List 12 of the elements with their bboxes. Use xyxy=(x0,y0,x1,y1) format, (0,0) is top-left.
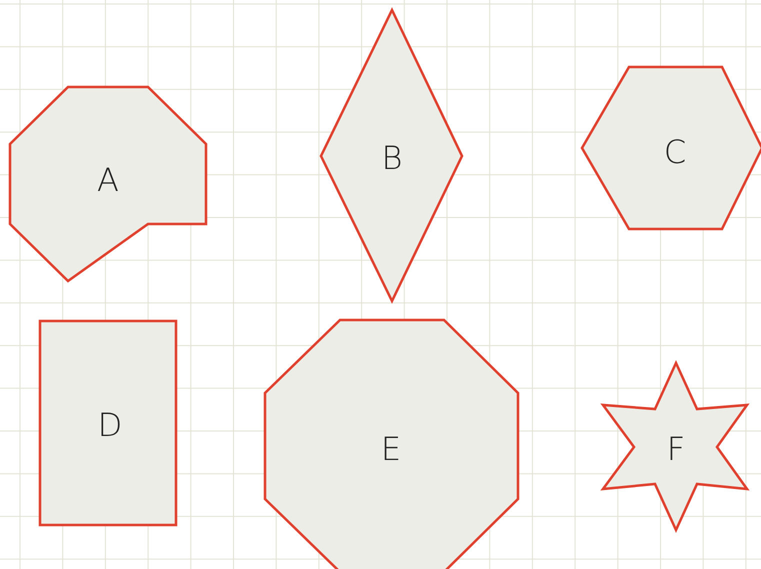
shape-letter: C xyxy=(664,136,686,168)
star-shape xyxy=(603,363,747,530)
rectangle-shape xyxy=(40,321,176,525)
shape-letter: A xyxy=(97,164,119,196)
shape-letter: D xyxy=(98,409,122,441)
octagon-shape xyxy=(265,320,518,569)
hexagon-shape xyxy=(582,67,761,229)
shape-letter: F xyxy=(666,433,686,465)
shape-letter: E xyxy=(380,433,402,465)
irregular-octagon-shape xyxy=(10,87,206,281)
rhombus-shape xyxy=(321,10,462,301)
shape-letter: B xyxy=(382,142,402,174)
